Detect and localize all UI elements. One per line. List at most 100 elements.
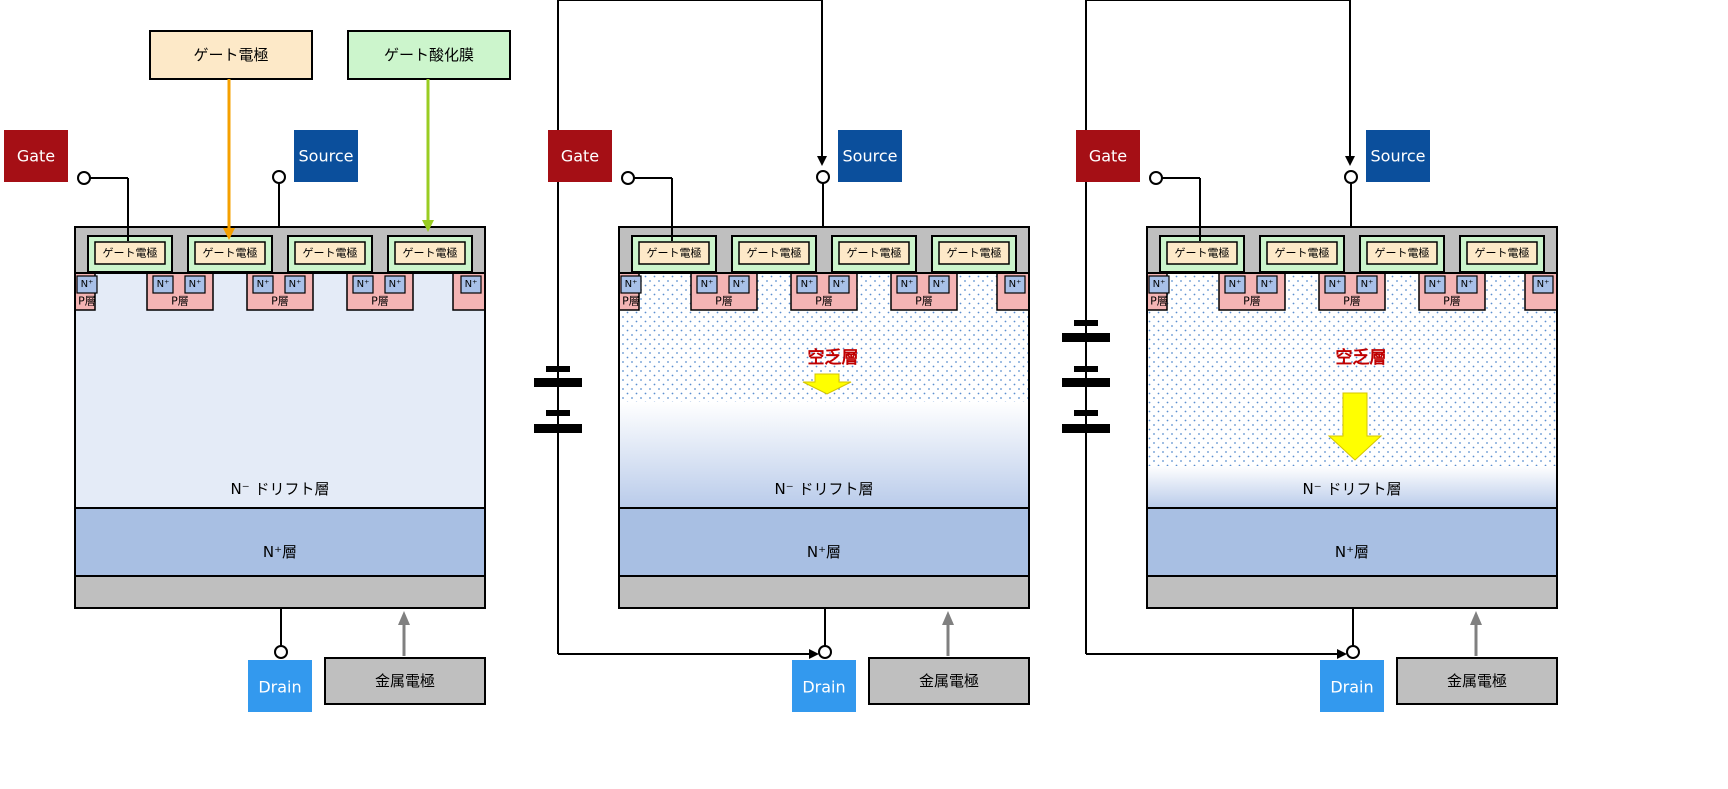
source-label-box xyxy=(1366,130,1430,182)
p-layer-label: P層 xyxy=(78,295,96,308)
gate-electrode xyxy=(94,241,166,265)
n-plus-region xyxy=(252,275,274,294)
n-plus-region xyxy=(796,275,818,294)
n-plus-region xyxy=(76,275,98,294)
p-layer-label: P層 xyxy=(1150,295,1168,308)
p-layer-label: P層 xyxy=(1443,295,1461,308)
n-plus-label: N⁺ xyxy=(189,279,202,290)
gate-electrode-label: ゲート電極 xyxy=(1175,246,1230,260)
drain-terminal xyxy=(1346,645,1360,659)
n-plus-region xyxy=(1148,275,1170,294)
p-layer-label: P層 xyxy=(171,295,189,308)
gate-label: Gate xyxy=(1089,147,1127,166)
metal-electrode-label: 金属電極 xyxy=(375,672,435,690)
n-plus-region xyxy=(460,275,482,294)
expansion-arrow xyxy=(802,373,852,395)
n-plus-label: N⁺ xyxy=(833,279,846,290)
battery-negative-plate xyxy=(1074,410,1098,416)
drain-label: Drain xyxy=(1330,678,1373,697)
gate-electrode-label: ゲート電極 xyxy=(403,246,458,260)
drain-label-box xyxy=(248,660,312,712)
n-plus-label: N⁺ xyxy=(1261,279,1274,290)
source-label-box xyxy=(838,130,902,182)
n-plus-layer xyxy=(618,507,1030,577)
n-plus-label: N⁺ xyxy=(1461,279,1474,290)
drift-layer-label: N⁻ ドリフト層 xyxy=(1303,480,1402,498)
drain-label-box xyxy=(792,660,856,712)
drift-layer xyxy=(619,402,1029,508)
gate-electrode xyxy=(638,241,710,265)
expansion-arrow xyxy=(1327,392,1383,461)
n-plus-label: N⁺ xyxy=(933,279,946,290)
battery-negative-plate xyxy=(1074,320,1098,326)
source-terminal xyxy=(272,170,286,184)
n-plus-region xyxy=(928,275,950,294)
n-plus-label: N⁺ xyxy=(1537,279,1550,290)
gate-electrode-label: ゲート電極 xyxy=(747,246,802,260)
n-plus-label: N⁺ xyxy=(901,279,914,290)
n-plus-region xyxy=(1456,275,1478,294)
gate-electrode-label: ゲート電極 xyxy=(947,246,1002,260)
battery-negative-plate xyxy=(1074,366,1098,372)
battery-negative-plate xyxy=(546,366,570,372)
gate-electrode-label: ゲート電極 xyxy=(103,246,158,260)
gate-label-box xyxy=(548,130,612,182)
source-label: Source xyxy=(843,147,898,166)
battery-positive-plate xyxy=(534,424,582,433)
metal-electrode-label: 金属電極 xyxy=(1447,672,1507,690)
p-layer-label: P層 xyxy=(1243,295,1261,308)
gate-label: Gate xyxy=(561,147,599,166)
n-plus-region xyxy=(184,275,206,294)
n-plus-layer-label: N⁺層 xyxy=(263,543,297,561)
battery-positive-plate xyxy=(1062,378,1110,387)
n-plus-region xyxy=(352,275,374,294)
drain-label: Drain xyxy=(258,678,301,697)
n-plus-region xyxy=(1004,275,1026,294)
n-plus-region xyxy=(1324,275,1346,294)
drain-terminal xyxy=(274,645,288,659)
drain-metal-layer xyxy=(1146,575,1558,609)
n-plus-region xyxy=(696,275,718,294)
drain-metal-layer xyxy=(74,575,486,609)
n-plus-label: N⁺ xyxy=(701,279,714,290)
battery-negative-plate xyxy=(546,410,570,416)
metal-electrode-box xyxy=(868,657,1030,705)
n-plus-label: N⁺ xyxy=(1009,279,1022,290)
p-layer-label: P層 xyxy=(622,295,640,308)
gate-label: Gate xyxy=(17,147,55,166)
gate-electrode xyxy=(1166,241,1238,265)
n-plus-label: N⁺ xyxy=(1229,279,1242,290)
n-plus-label: N⁺ xyxy=(289,279,302,290)
drain-label-box xyxy=(1320,660,1384,712)
gate-label-box xyxy=(4,130,68,182)
n-plus-region xyxy=(728,275,750,294)
drift-layer xyxy=(75,273,485,508)
n-plus-layer-label: N⁺層 xyxy=(807,543,841,561)
panel-off-state: ゲート電極ゲート電極ゲート電極ゲート電極N⁺P層N⁺N⁺P層N⁺N⁺P層N⁺N⁺… xyxy=(4,30,511,712)
drift-layer-label: N⁻ ドリフト層 xyxy=(775,480,874,498)
gate-oxide-callout-label: ゲート酸化膜 xyxy=(384,46,474,64)
gate-electrode xyxy=(938,241,1010,265)
depletion-layer-label: 空乏層 xyxy=(1336,347,1387,368)
n-plus-layer xyxy=(74,507,486,577)
gate-electrode-label: ゲート電極 xyxy=(303,246,358,260)
n-plus-region xyxy=(152,275,174,294)
gate-terminal xyxy=(621,171,635,185)
gate-electrode xyxy=(294,241,366,265)
gate-electrode-label: ゲート電極 xyxy=(203,246,258,260)
source-terminal xyxy=(1344,170,1358,184)
battery-positive-plate xyxy=(1062,333,1110,342)
p-layer-label: P層 xyxy=(371,295,389,308)
n-plus-layer xyxy=(1146,507,1558,577)
source-label: Source xyxy=(299,147,354,166)
gate-electrode xyxy=(1366,241,1438,265)
gate-electrode-label: ゲート電極 xyxy=(1375,246,1430,260)
source-label-box xyxy=(294,130,358,182)
battery-positive-plate xyxy=(1062,424,1110,433)
gate-electrode-label: ゲート電極 xyxy=(1475,246,1530,260)
gate-electrode-label: ゲート電極 xyxy=(847,246,902,260)
gate-electrode xyxy=(194,241,266,265)
gate-terminal xyxy=(1149,171,1163,185)
drain-metal-layer xyxy=(618,575,1030,609)
